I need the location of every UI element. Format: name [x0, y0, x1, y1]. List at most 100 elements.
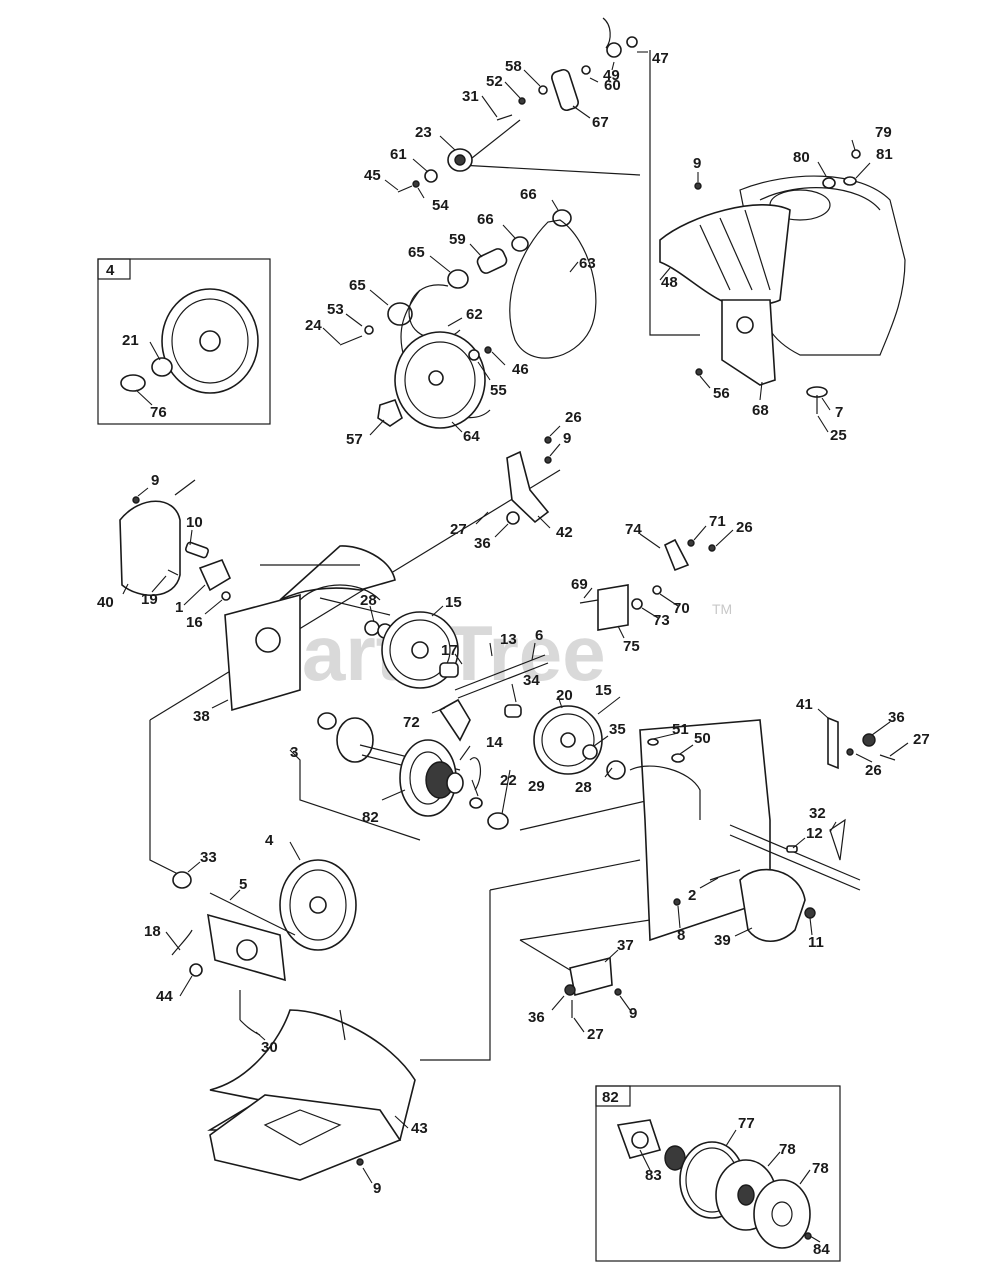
- part-label: 74: [625, 521, 642, 538]
- part-label: 1: [175, 599, 183, 616]
- part-label: 27: [450, 521, 467, 538]
- part-label: 81: [876, 146, 893, 163]
- part-label: 66: [520, 186, 537, 203]
- inset-tag-clutch: 82: [602, 1089, 619, 1106]
- part-label: 22: [500, 772, 517, 789]
- part-label: 23: [415, 124, 432, 141]
- idler-bracket-assembly: [397, 17, 638, 193]
- frame-assembly: [224, 545, 396, 712]
- part-label: 12: [806, 825, 823, 842]
- part-label: 78: [779, 1141, 796, 1158]
- part-label: 28: [360, 592, 377, 609]
- part-label: 30: [261, 1039, 278, 1056]
- part-label: 13: [500, 631, 517, 648]
- part-label: 35: [609, 721, 626, 738]
- part-label: 9: [373, 1180, 381, 1197]
- part-label: 41: [796, 696, 813, 713]
- part-label: 39: [714, 932, 731, 949]
- inset-clutch-box: 82: [595, 1085, 841, 1262]
- part-label: 78: [812, 1160, 829, 1177]
- part-label: 44: [156, 988, 173, 1005]
- part-label: 27: [587, 1026, 604, 1043]
- part-label: 6: [535, 627, 543, 644]
- part-label: 17: [441, 642, 458, 659]
- part-label: 77: [738, 1115, 755, 1132]
- part-label: 75: [623, 638, 640, 655]
- bottom-left-assembly: [171, 859, 357, 1036]
- part-label: 56: [713, 385, 730, 402]
- part-label: 53: [327, 301, 344, 318]
- inset-tag-pulley: 4: [106, 262, 115, 279]
- part-label: 27: [913, 731, 930, 748]
- part-label: 63: [579, 255, 596, 272]
- watermark-tm: TM: [712, 601, 732, 617]
- part-label: 32: [809, 805, 826, 822]
- gear-shaft-assembly: [364, 436, 626, 780]
- part-label: 19: [141, 591, 158, 608]
- skid-plate-assembly: [207, 1009, 416, 1181]
- part-label: 4: [265, 832, 274, 849]
- part-label: 48: [661, 274, 678, 291]
- part-label: 34: [523, 672, 540, 689]
- part-label: 9: [693, 155, 701, 172]
- part-label: 54: [432, 197, 449, 214]
- part-label: 82: [362, 809, 379, 826]
- part-label: 66: [477, 211, 494, 228]
- part-label: 69: [571, 576, 588, 593]
- part-label: 33: [200, 849, 217, 866]
- part-label: 26: [865, 762, 882, 779]
- part-label: 7: [835, 404, 843, 421]
- part-label: 29: [528, 778, 545, 795]
- part-label: 42: [556, 524, 573, 541]
- part-label: 25: [830, 427, 847, 444]
- inset-pulley-box: 4: [97, 258, 271, 425]
- part-label: 20: [556, 687, 573, 704]
- part-label: 80: [793, 149, 810, 166]
- part-label: 15: [595, 682, 612, 699]
- part-label: 50: [694, 730, 711, 747]
- part-label: 61: [390, 146, 407, 163]
- part-label: 47: [652, 50, 669, 67]
- bottom-center-bracket: [564, 956, 622, 1018]
- engine-cover-assembly: [659, 149, 906, 414]
- part-label: 55: [490, 382, 507, 399]
- part-label: 51: [672, 721, 689, 738]
- part-label: 31: [462, 88, 479, 105]
- friction-wheel-assembly: [289, 712, 509, 841]
- part-label: 73: [653, 612, 670, 629]
- part-label: 14: [486, 734, 503, 751]
- part-label: 36: [528, 1009, 545, 1026]
- part-label: 3: [290, 744, 298, 761]
- right-frame-assembly: [629, 716, 896, 943]
- part-label: 83: [645, 1167, 662, 1184]
- part-label: 84: [813, 1241, 830, 1258]
- part-label: 40: [97, 594, 114, 611]
- belt-pulley-assembly: [339, 209, 597, 429]
- part-label: 45: [364, 167, 381, 184]
- part-label: 18: [144, 923, 161, 940]
- part-label: 43: [411, 1120, 428, 1137]
- shift-bracket-assembly: [579, 538, 716, 631]
- part-label: 36: [474, 535, 491, 552]
- part-label: 49: [603, 67, 620, 84]
- part-label: 70: [673, 600, 690, 617]
- part-label: 5: [239, 876, 247, 893]
- part-label: 79: [875, 124, 892, 141]
- part-label: 59: [449, 231, 466, 248]
- part-label: 36: [888, 709, 905, 726]
- part-label: 72: [403, 714, 420, 731]
- part-label: 8: [677, 927, 685, 944]
- part-label: 9: [563, 430, 571, 447]
- part-number-labels: 47 49 58 60 52 31 67 23 61 45 54 9 79 80…: [97, 50, 930, 1258]
- assembly-guide-lines: [149, 50, 700, 1061]
- part-label: 21: [122, 332, 139, 349]
- part-label: 71: [709, 513, 726, 530]
- left-housing-assembly: [119, 479, 232, 601]
- part-label: 52: [486, 73, 503, 90]
- part-label: 68: [752, 402, 769, 419]
- part-label: 28: [575, 779, 592, 796]
- part-label: 60: [604, 77, 621, 94]
- part-label: 46: [512, 361, 529, 378]
- part-label: 62: [466, 306, 483, 323]
